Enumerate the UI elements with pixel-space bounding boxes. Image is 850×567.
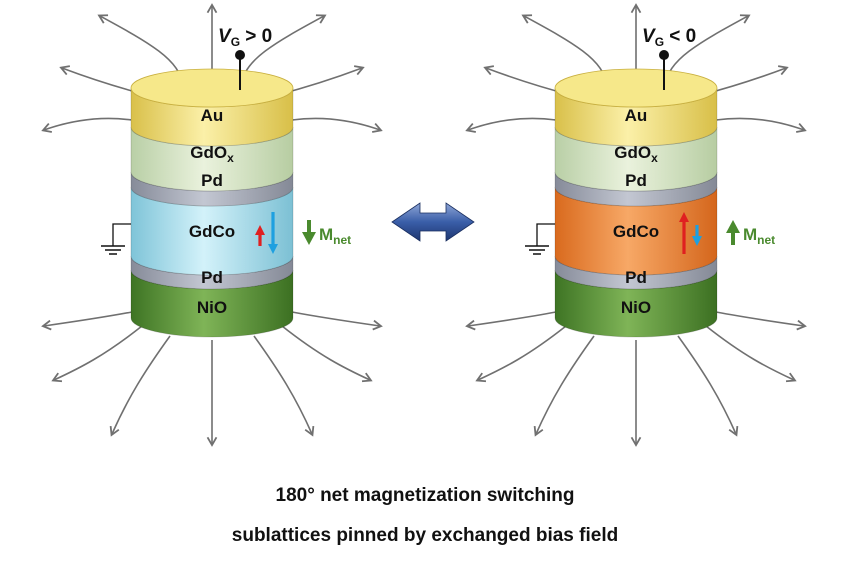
field-line <box>475 325 567 383</box>
field-line <box>109 335 171 437</box>
layer-au-top <box>554 68 718 108</box>
sublattice-arrowhead <box>692 236 702 246</box>
field-line <box>281 325 373 383</box>
label-au: Au <box>625 106 648 125</box>
layer-au-top <box>130 68 294 108</box>
label-pd-upper: Pd <box>201 171 223 190</box>
gate-voltage-label: VG < 0 <box>642 26 696 49</box>
field-line <box>533 335 595 437</box>
label-gdco: GdCo <box>613 222 659 241</box>
label-pd-upper: Pd <box>625 171 647 190</box>
label-au: Au <box>201 106 224 125</box>
mnet-label: Mnet <box>319 225 351 247</box>
gate-contact <box>235 50 245 60</box>
ground-icon <box>525 223 555 255</box>
mnet-arrow-icon <box>302 220 316 245</box>
field-line <box>41 117 133 133</box>
field-lines-left <box>41 3 383 447</box>
label-nio: NiO <box>621 298 651 317</box>
double-arrow-icon <box>391 202 475 242</box>
caption-line-2: sublattices pinned by exchanged bias fie… <box>231 525 619 546</box>
caption-line-1: 180° net magnetization switching <box>275 485 575 506</box>
field-line <box>715 311 807 331</box>
field-line <box>41 311 133 331</box>
field-line <box>705 325 797 383</box>
sublattice-arrowhead <box>679 212 689 222</box>
ground-icon <box>101 223 131 255</box>
sublattice-arrowhead <box>255 225 265 235</box>
field-line <box>465 117 557 133</box>
mnet-arrow-icon <box>726 220 740 245</box>
gate-voltage-label: VG > 0 <box>218 26 272 49</box>
field-line <box>253 335 315 437</box>
field-line <box>51 325 143 383</box>
field-line <box>291 117 383 133</box>
label-gdox: GdOx <box>614 143 658 165</box>
sublattice-arrowhead <box>268 244 278 254</box>
label-pd-lower: Pd <box>201 268 223 287</box>
field-line <box>715 117 807 133</box>
label-gdco: GdCo <box>189 222 235 241</box>
sublattice-arrows <box>255 212 278 254</box>
field-line <box>677 335 739 437</box>
label-nio: NiO <box>197 298 227 317</box>
field-line <box>465 311 557 331</box>
gate-contact <box>659 50 669 60</box>
label-pd-lower: Pd <box>625 268 647 287</box>
mnet-label: Mnet <box>743 225 775 247</box>
field-line <box>291 311 383 331</box>
label-gdox: GdOx <box>190 143 234 165</box>
sublattice-arrows <box>679 212 702 254</box>
